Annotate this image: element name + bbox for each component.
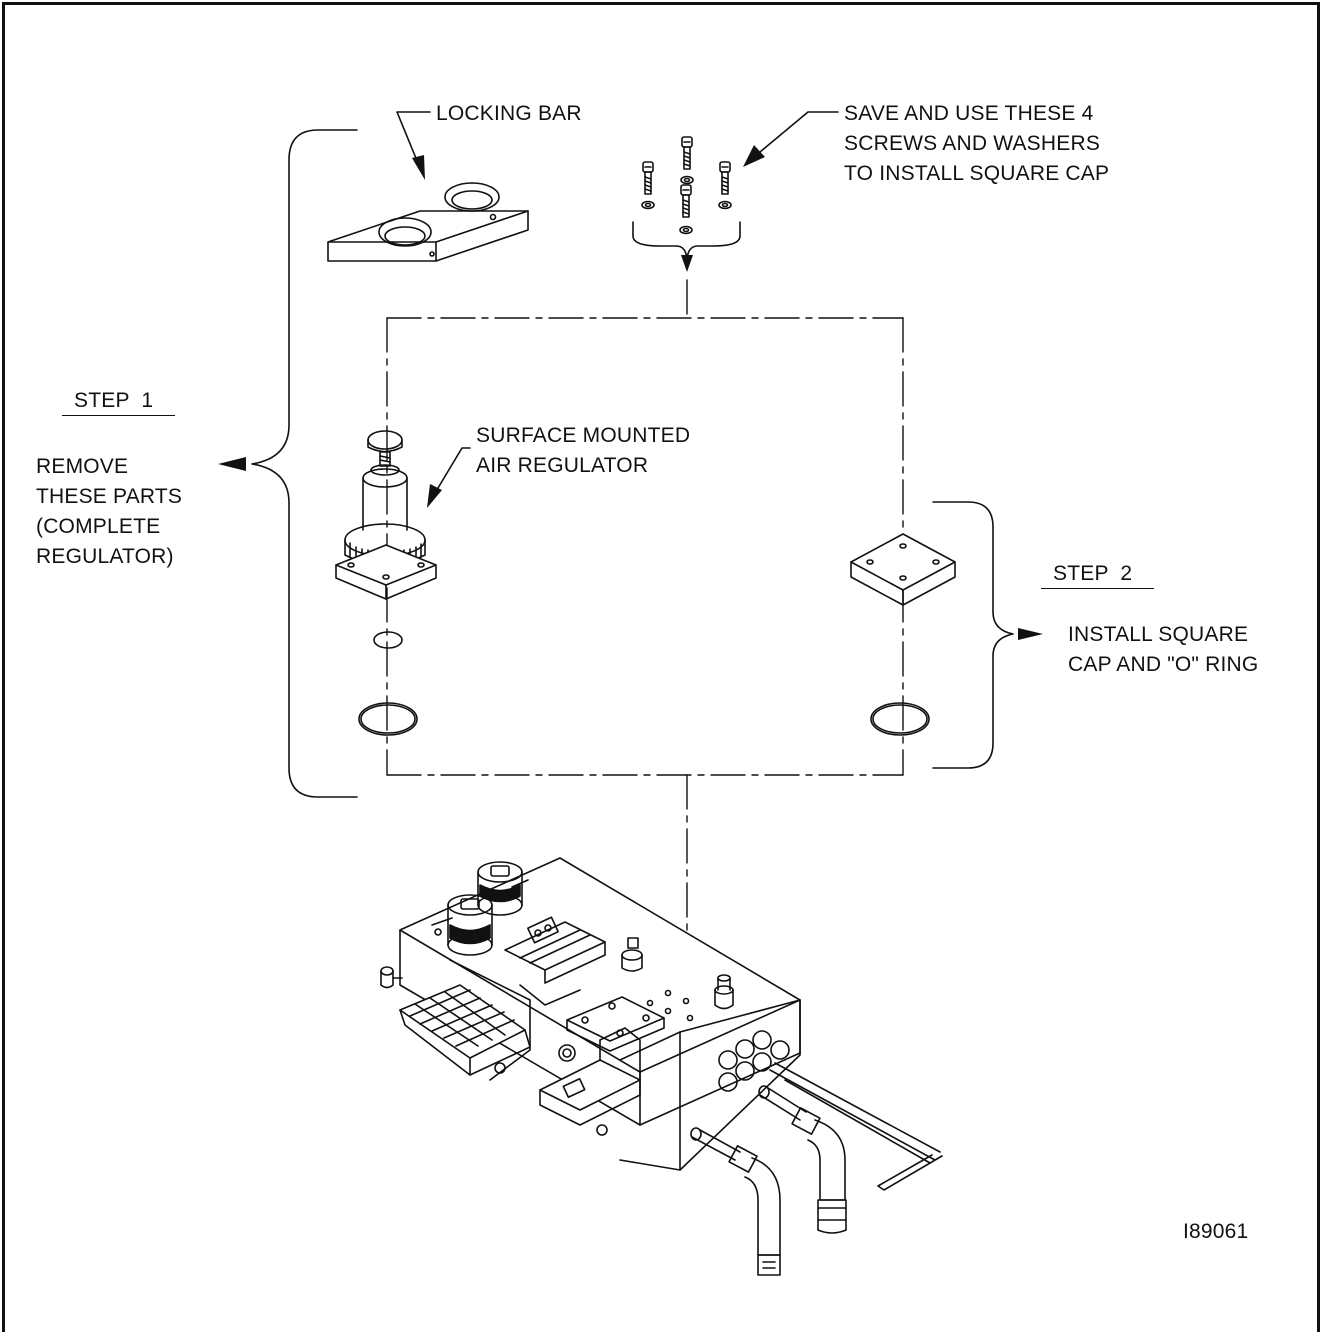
leader-screws bbox=[743, 111, 839, 167]
large-o-ring-left bbox=[358, 702, 418, 736]
tube-right bbox=[758, 1085, 847, 1234]
step2-bracket bbox=[932, 501, 1014, 769]
figure-id: I89061 bbox=[1183, 1220, 1249, 1243]
air-regulator-part bbox=[335, 430, 437, 600]
screw-2 bbox=[680, 136, 694, 185]
square-cap-part bbox=[850, 533, 956, 606]
locking-bar-part bbox=[327, 182, 529, 262]
screw-1 bbox=[641, 161, 655, 210]
step1-heading: STEP 1 bbox=[62, 389, 176, 416]
hex-key-wire bbox=[769, 1062, 943, 1191]
leader-locking-bar bbox=[396, 111, 431, 180]
manifold-assembly bbox=[380, 857, 943, 1276]
screw-4 bbox=[679, 184, 693, 235]
screw-3 bbox=[718, 161, 732, 210]
step1-bracket bbox=[251, 129, 358, 798]
tube-left bbox=[690, 1127, 781, 1276]
step2-heading: STEP 2 bbox=[1041, 562, 1155, 589]
leader-regulator bbox=[427, 447, 471, 508]
small-o-ring bbox=[373, 631, 403, 649]
electrical-connector bbox=[399, 959, 531, 1081]
large-o-ring-right bbox=[870, 702, 930, 736]
bottom-switch bbox=[539, 1027, 641, 1136]
label-locking-bar: LOCKING BAR bbox=[436, 102, 582, 125]
step1-bracket-arrow bbox=[218, 457, 246, 471]
